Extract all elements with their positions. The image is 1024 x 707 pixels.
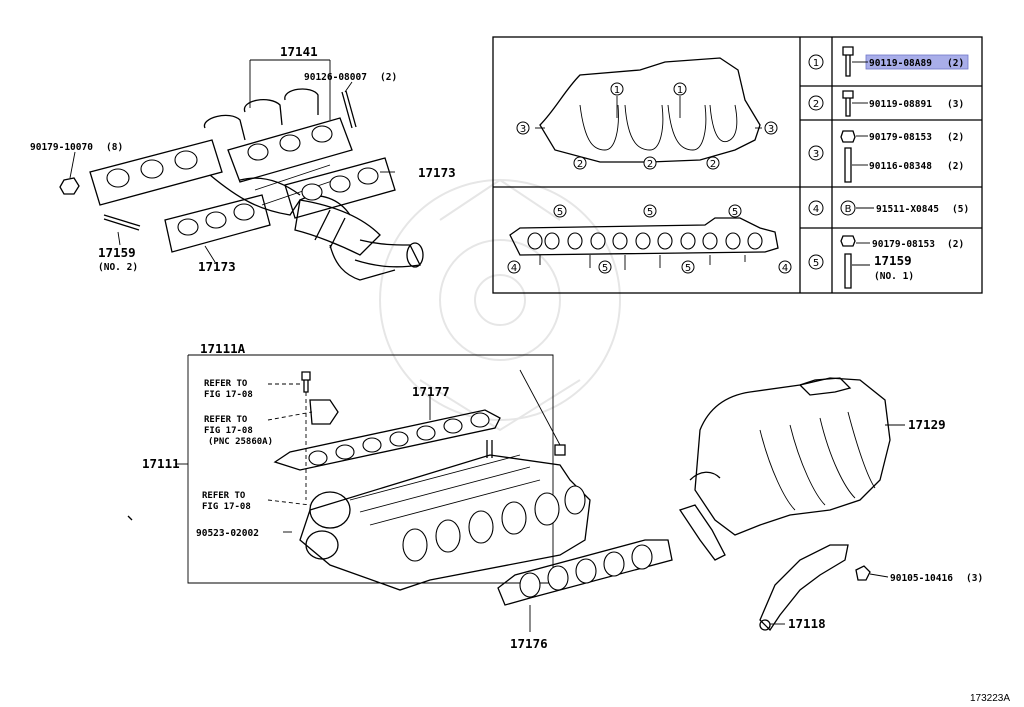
label-90179-10070: 90179-10070 bbox=[30, 142, 93, 153]
legend-note-5b: (NO. 1) bbox=[874, 271, 914, 282]
svg-text:5: 5 bbox=[602, 263, 608, 274]
svg-text:1: 1 bbox=[614, 85, 620, 96]
nut-icon bbox=[840, 235, 856, 247]
exhaust-manifold-drawing bbox=[59, 59, 424, 281]
label-17111: 17111 bbox=[142, 456, 180, 471]
svg-text:2: 2 bbox=[710, 159, 716, 170]
refer-note-1-line1: REFER TO bbox=[204, 379, 248, 389]
label-17141: 17141 bbox=[280, 44, 318, 59]
intake-leaders bbox=[267, 369, 561, 533]
refer-note-2-line3: (PNC 25860A) bbox=[208, 437, 273, 447]
label-90105-10416-qty: (3) bbox=[966, 573, 983, 584]
svg-text:2: 2 bbox=[577, 159, 583, 170]
label-90126-08007: 90126-08007 bbox=[304, 72, 367, 83]
stud-icon bbox=[844, 147, 852, 183]
bolt-icon bbox=[842, 90, 854, 117]
bolt-icon bbox=[842, 46, 854, 77]
legend-letter-4: B bbox=[845, 204, 852, 215]
legend-num-4: 4 bbox=[813, 204, 819, 215]
svg-text:5: 5 bbox=[647, 207, 653, 218]
label-17111A: 17111A bbox=[200, 341, 246, 356]
legend-num-1-circle bbox=[808, 54, 824, 70]
legend-num-1: 1 bbox=[813, 58, 819, 69]
legend-part-3: 90179-08153 bbox=[869, 132, 932, 143]
legend-part-4: 91511-X0845 bbox=[876, 204, 939, 215]
inset-bottom-view bbox=[509, 217, 779, 270]
inset-panel bbox=[492, 36, 983, 294]
legend-num-5: 5 bbox=[813, 258, 819, 269]
label-17173-bottom: 17173 bbox=[198, 259, 236, 274]
intake-right-leaders bbox=[529, 424, 905, 632]
svg-text:2: 2 bbox=[647, 159, 653, 170]
label-90523-02002: 90523-02002 bbox=[196, 528, 259, 539]
refer-note-1-line2: FIG 17-08 bbox=[204, 390, 253, 400]
label-17176: 17176 bbox=[510, 636, 548, 651]
inset-callouts: 1 1 3 3 2 2 2 5 5 5 4 5 5 4 bbox=[507, 82, 792, 274]
legend-num-2: 2 bbox=[813, 99, 819, 110]
label-17159-stud: 17159 bbox=[98, 245, 136, 260]
label-17159-note: (NO. 2) bbox=[98, 262, 138, 273]
legend-part-1: 90119-08A89 bbox=[869, 58, 932, 69]
inset-top-view bbox=[535, 57, 762, 163]
legend-qty-3: (2) bbox=[947, 132, 964, 143]
label-17173-right: 17173 bbox=[418, 165, 456, 180]
inset-legend: 1 90119-08A89 (2) 2 90119-08891 (3) 3 90… bbox=[808, 46, 969, 289]
legend-part-5: 90179-08153 bbox=[872, 239, 935, 250]
svg-text:3: 3 bbox=[520, 124, 526, 135]
legend-qty-3b: (2) bbox=[947, 161, 964, 172]
svg-text:4: 4 bbox=[511, 263, 517, 274]
refer-note-3-line1: REFER TO bbox=[202, 491, 246, 501]
legend-qty-2: (3) bbox=[947, 99, 964, 110]
legend-part-2: 90119-08891 bbox=[869, 99, 932, 110]
legend-num-3: 3 bbox=[813, 149, 819, 160]
svg-text:5: 5 bbox=[732, 207, 738, 218]
label-90126-08007-qty: (2) bbox=[380, 72, 397, 83]
svg-text:1: 1 bbox=[677, 85, 683, 96]
diagram-code: 173223A bbox=[970, 693, 1010, 704]
legend-part-3b: 90116-08348 bbox=[869, 161, 932, 172]
label-90179-10070-qty: (8) bbox=[106, 142, 123, 153]
legend-qty-5: (2) bbox=[947, 239, 964, 250]
intake-gasket-bottom-drawing bbox=[497, 539, 673, 606]
label-17129: 17129 bbox=[908, 417, 946, 432]
bracket-17118-drawing bbox=[759, 544, 871, 632]
svg-text:4: 4 bbox=[782, 263, 788, 274]
label-17177: 17177 bbox=[412, 384, 450, 399]
svg-text:3: 3 bbox=[768, 124, 774, 135]
exhaust-leaders bbox=[69, 81, 395, 263]
refer-note-3-line2: FIG 17-08 bbox=[202, 502, 251, 512]
intake-chamber-drawing bbox=[678, 377, 891, 561]
refer-note-2-line2: FIG 17-08 bbox=[204, 426, 253, 436]
legend-qty-1: (2) bbox=[947, 58, 964, 69]
label-17118: 17118 bbox=[788, 616, 826, 631]
svg-text:5: 5 bbox=[557, 207, 563, 218]
intake-manifold-drawing bbox=[127, 371, 591, 591]
legend-part-5b: 17159 bbox=[874, 253, 912, 268]
stud-icon bbox=[844, 253, 852, 289]
label-90105-10416: 90105-10416 bbox=[890, 573, 953, 584]
nut-icon bbox=[840, 130, 856, 143]
legend-qty-4: (5) bbox=[952, 204, 969, 215]
refer-note-2-line1: REFER TO bbox=[204, 415, 248, 425]
letter-b-icon bbox=[840, 200, 856, 216]
svg-text:5: 5 bbox=[685, 263, 691, 274]
watermark-emblem bbox=[379, 178, 621, 432]
